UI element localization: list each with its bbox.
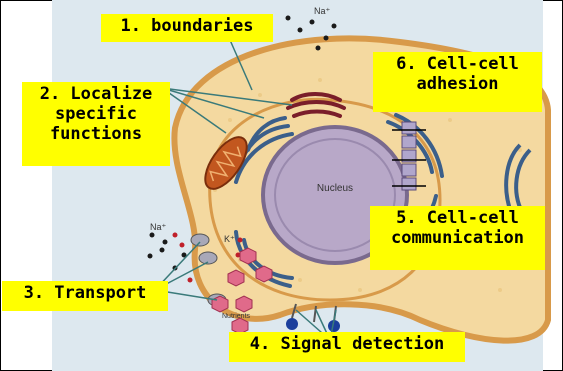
k-label-left: K⁺ — [224, 234, 235, 244]
label-boundaries: 1. boundaries — [101, 14, 273, 42]
label-localize-specific-functions: 2. Localize specific functions — [22, 82, 170, 166]
na-label-left: Na⁺ — [150, 222, 167, 232]
nutrients-label: Nutrients — [222, 313, 251, 320]
label-cell-cell-adhesion: 6. Cell-cell adhesion — [373, 52, 542, 112]
cell-adhesion-junction — [402, 122, 416, 190]
nucleus-label: Nucleus — [317, 183, 353, 194]
label-transport: 3. Transport — [2, 281, 168, 311]
label-cell-cell-communication: 5. Cell-cell communication — [370, 206, 545, 270]
na-label-top: Na⁺ — [314, 6, 331, 16]
label-signal-detection: 4. Signal detection — [229, 332, 465, 362]
